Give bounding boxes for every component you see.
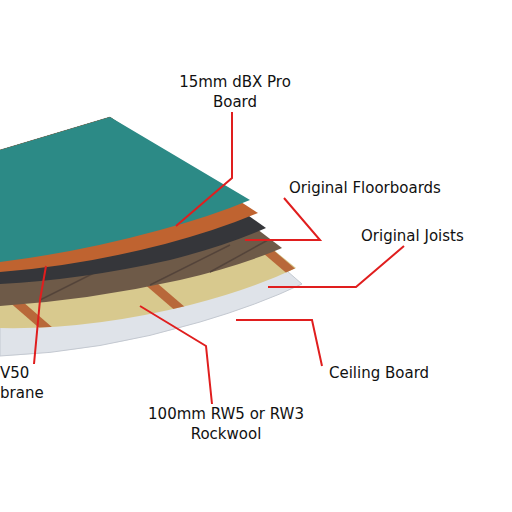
membrane-layer xyxy=(0,117,266,284)
floorboards-layer xyxy=(0,117,282,306)
callout-label: Original Floorboards xyxy=(289,178,489,198)
callout-label: 100mm RW5 or RW3 Rockwool xyxy=(142,404,310,444)
leader-lines xyxy=(34,112,404,404)
rockwool-layer xyxy=(0,117,296,328)
leader-line xyxy=(245,198,320,240)
callout-label: 15mm dBX Pro Board xyxy=(170,72,300,112)
floor-finish-surface xyxy=(0,117,250,262)
leader-line xyxy=(140,306,212,404)
dbx-board-layer xyxy=(0,117,258,272)
callout-label: Original Joists xyxy=(361,226,511,246)
leader-line xyxy=(176,112,232,226)
leader-line xyxy=(34,266,46,364)
callout-label: V50 brane xyxy=(0,363,48,403)
callout-label: Ceiling Board xyxy=(329,363,479,383)
leader-line xyxy=(236,320,322,366)
leader-line xyxy=(268,246,404,287)
